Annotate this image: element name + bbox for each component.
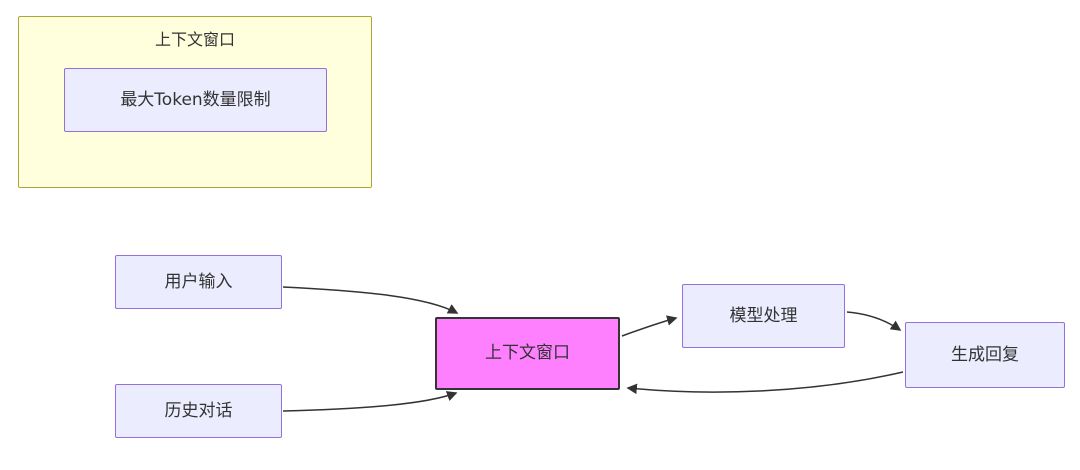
- subgraph-title: 上下文窗口: [154, 30, 235, 49]
- node-user-input: 用户输入: [115, 255, 282, 309]
- node-context-window: 上下文窗口: [435, 317, 620, 390]
- node-generate-reply: 生成回复: [905, 322, 1065, 388]
- edge-generate-reply-to-context-window: [626, 371, 904, 395]
- node-context-window-label: 上下文窗口: [485, 343, 570, 364]
- node-model-process-label: 模型处理: [729, 305, 798, 326]
- node-user-input-label: 用户输入: [164, 271, 233, 292]
- node-max-token-limit: 最大Token数量限制: [64, 68, 327, 132]
- edge-history-dialog-to-context-window: [282, 391, 458, 412]
- edge-user-input-to-context-window: [282, 286, 459, 314]
- edge-context-window-to-model-process: [621, 315, 678, 337]
- node-max-token-limit-label: 最大Token数量限制: [120, 89, 271, 110]
- edge-model-process-to-generate-reply: [846, 311, 902, 331]
- node-generate-reply-label: 生成回复: [951, 344, 1019, 365]
- node-history-dialog: 历史对话: [115, 384, 282, 438]
- node-model-process: 模型处理: [682, 284, 845, 348]
- node-history-dialog-label: 历史对话: [164, 400, 233, 421]
